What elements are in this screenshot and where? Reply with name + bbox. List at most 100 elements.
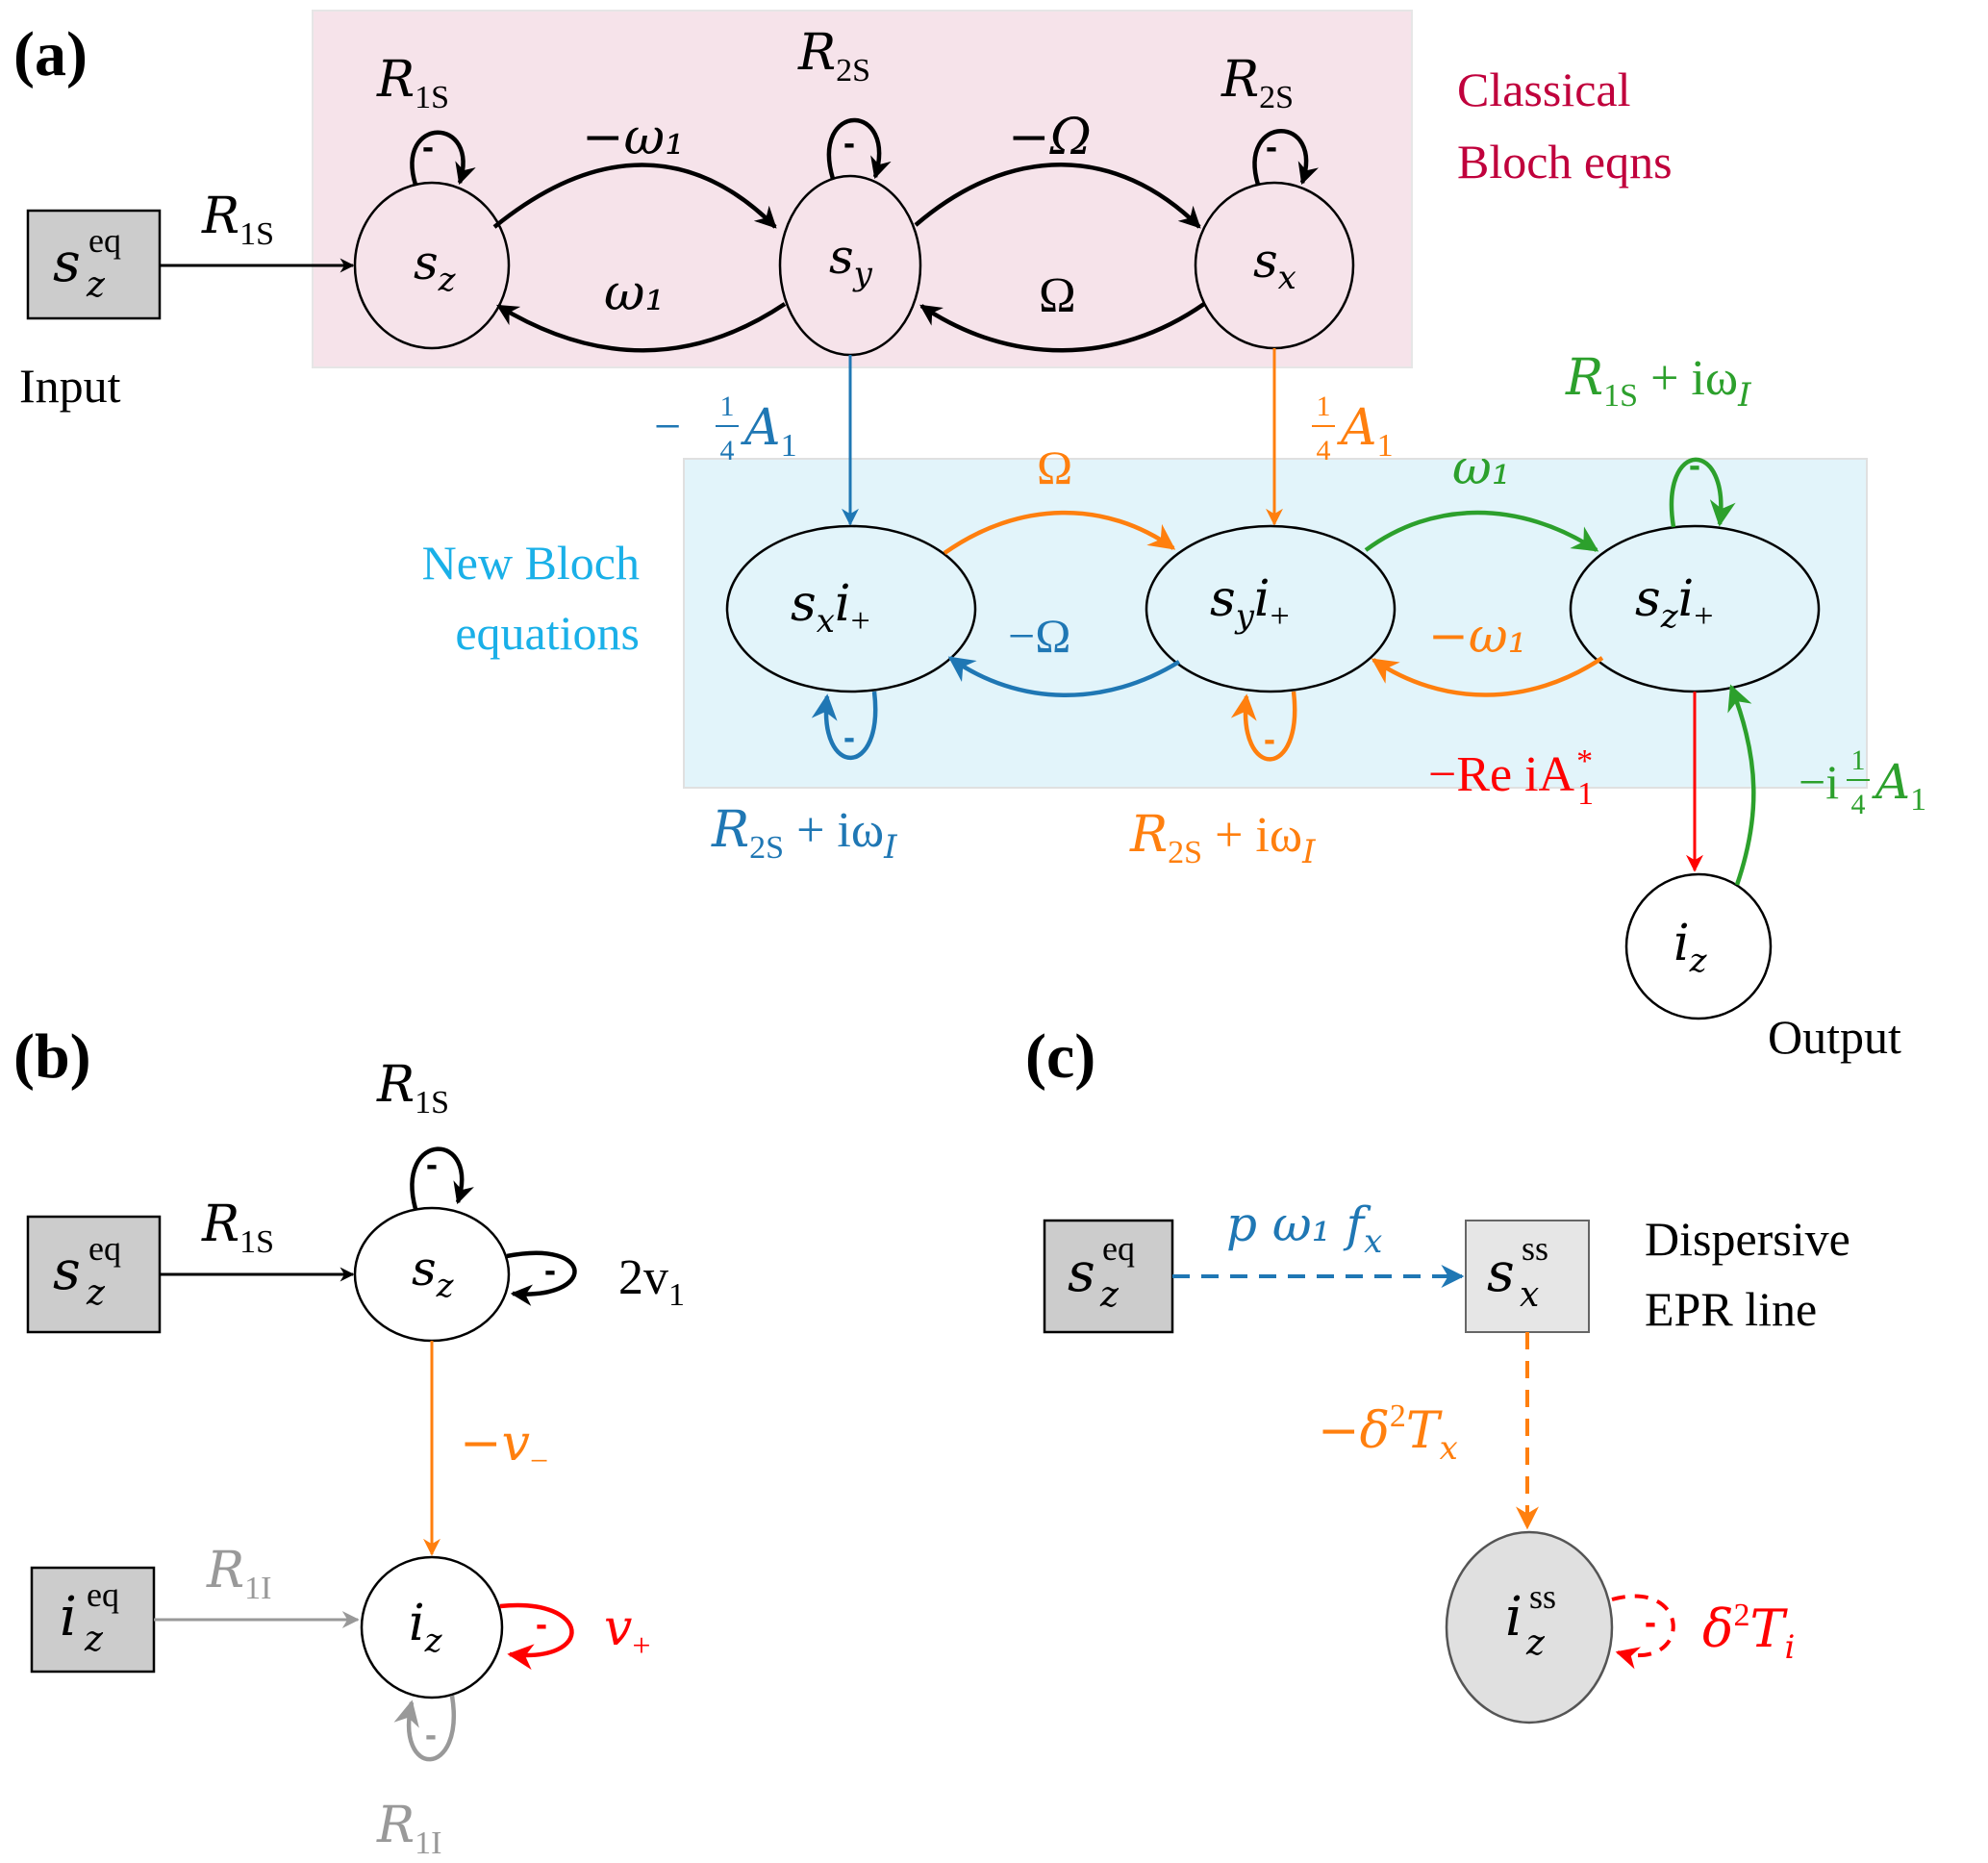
classical-label-line1: Classical (1457, 63, 1631, 116)
edge-sy-to-sx (914, 163, 1201, 229)
edge-label-sz-to-sy: −ω₁ (582, 109, 685, 166)
panel-b: (b) s eq z i eq z sz iz R1S - R1S - 2v1 … (13, 1021, 685, 1861)
edge-label-szip-to-syip: −ω₁ (1428, 608, 1527, 664)
new-bloch-label-line2: equations (455, 606, 640, 660)
self-loop-szip (1669, 457, 1736, 528)
self-loop-sz (410, 130, 476, 186)
node-sxip[interactable] (725, 524, 977, 693)
node-b-iz-label: iz (409, 1595, 443, 1660)
edge-label-input-to-sz: R1S (201, 188, 274, 252)
node-b-sz-label: sz (412, 1241, 455, 1305)
self-loop-sz-sign: - (422, 132, 434, 165)
node-szip-label: szi+ (1635, 570, 1714, 636)
edge-label-sy-to-sz: ω₁ (604, 264, 665, 322)
panel-label-a: (a) (13, 19, 88, 89)
classical-label-line2: Bloch eqns (1457, 135, 1673, 189)
node-c-iz-ss[interactable] (1445, 1530, 1614, 1725)
node-sxip-label: sxi+ (791, 575, 870, 641)
node-b-s-eq-main: s (53, 1240, 81, 1302)
self-loop-b-sz-right-sign: - (544, 1255, 556, 1289)
self-loop-b-iz-right-label: v+ (604, 1599, 651, 1664)
node-sx-label: sx (1253, 233, 1296, 297)
edge-szip-to-syip (1371, 656, 1604, 697)
edge-b-label-sz-to-iz: −v− (460, 1415, 548, 1479)
self-loop-b-iz-bottom (393, 1695, 456, 1762)
node-c-iz-ss-main: i (1505, 1586, 1522, 1649)
self-loop-b-sz-right-label: 2v1 (618, 1250, 685, 1313)
edge-label-sy-to-sx: −Ω (1008, 109, 1092, 166)
node-c-s-eq-main: s (1068, 1242, 1095, 1304)
edge-c-label-sxss-to-izss: −δ2Tx (1318, 1398, 1458, 1468)
edge-label-syip-to-szip: ω₁ (1452, 440, 1511, 495)
output-label: Output (1768, 1010, 1901, 1064)
panel-label-c: (c) (1025, 1021, 1095, 1092)
self-loop-b-sz-right (506, 1250, 577, 1306)
dispersive-label-line2: EPR line (1645, 1282, 1817, 1336)
node-sz-label: sz (414, 235, 457, 299)
node-sz[interactable] (353, 181, 511, 350)
node-c-sx-ss-main: s (1487, 1242, 1515, 1304)
self-loop-syip-sign: - (1264, 724, 1275, 758)
node-c-iz-ss-sub: z (1525, 1624, 1546, 1663)
self-loop-c-izss (1611, 1594, 1675, 1670)
svg-text:A1: A1 (1337, 399, 1394, 464)
input-node-sz-eq[interactable] (26, 209, 162, 320)
svg-text:4: 4 (1851, 789, 1866, 820)
self-loop-b-iz-bottom-label: R1I (376, 1797, 441, 1861)
node-b-iz[interactable] (360, 1555, 504, 1699)
edge-c-label-seq-to-sxss: p ω₁ fx (1226, 1196, 1382, 1261)
edge-label-sy-to-sxip: − 1 4 A1 (654, 390, 797, 466)
edge-b-label-ieq-to-iz: R1I (206, 1542, 271, 1606)
self-loop-b-sz-top (410, 1146, 474, 1210)
input-node-main: s (53, 232, 81, 294)
panel-label-b: (b) (13, 1021, 91, 1092)
svg-text:1: 1 (1317, 390, 1331, 422)
node-c-sx-ss-sup: ss (1522, 1229, 1548, 1268)
svg-text:1: 1 (720, 390, 735, 422)
self-loop-syip-label: R2S + iωI (1129, 806, 1316, 871)
node-c-sx-ss[interactable] (1465, 1220, 1590, 1333)
edge-sxip-to-syip (943, 510, 1176, 555)
edge-sz-to-sy (492, 163, 777, 229)
self-loop-sy-sign: - (843, 128, 855, 162)
node-c-s-eq-sub: z (1099, 1275, 1120, 1315)
edge-label-szip-to-iz: −Re iA*1 (1428, 743, 1594, 812)
self-loop-c-izss-label: δ2Ti (1702, 1598, 1795, 1667)
input-node-sup: eq (88, 221, 121, 260)
self-loop-sxip-sign: - (843, 722, 855, 756)
svg-text:−i: −i (1799, 755, 1839, 809)
edge-syip-to-szip (1364, 510, 1599, 552)
dispersive-label-line1: Dispersive (1645, 1212, 1850, 1266)
svg-text:4: 4 (1317, 435, 1331, 466)
self-loop-b-sz-top-label: R1S (376, 1056, 449, 1120)
svg-text:A1: A1 (1872, 754, 1926, 818)
edge-b-label-seq-to-sz: R1S (201, 1196, 274, 1260)
edge-label-syip-to-sxip: −Ω (1008, 609, 1070, 663)
edge-label-sxip-to-syip: Ω (1037, 441, 1072, 494)
node-b-s-eq[interactable] (26, 1215, 162, 1334)
self-loop-syip (1230, 691, 1297, 762)
node-iz-output-label: iz (1673, 915, 1708, 980)
node-b-i-eq-sup: eq (87, 1575, 119, 1614)
self-loop-c-izss-sign: - (1645, 1607, 1656, 1641)
svg-text:A1: A1 (741, 399, 797, 464)
self-loop-sxip-label: R2S + iωI (711, 801, 897, 867)
node-syip-label: syi+ (1210, 570, 1290, 636)
self-loop-sy-label: R2S (797, 24, 870, 88)
edge-sx-to-sy (919, 302, 1206, 353)
self-loop-sx-label: R2S (1220, 51, 1294, 115)
node-syip[interactable] (1145, 524, 1397, 693)
node-c-sx-ss-sub: x (1520, 1275, 1539, 1315)
panel-a: (a) Classical Bloch eqns New Bloch equat… (13, 10, 1926, 1064)
node-b-i-eq-main: i (60, 1586, 77, 1649)
node-b-i-eq[interactable] (30, 1566, 156, 1674)
input-node-sub: z (86, 265, 106, 305)
self-loop-b-sz-top-sign: - (426, 1149, 438, 1183)
node-b-i-eq-sub: z (84, 1620, 104, 1659)
input-label: Input (19, 359, 121, 413)
node-c-s-eq-sup: eq (1102, 1229, 1135, 1268)
node-iz-output[interactable] (1624, 872, 1773, 1020)
svg-text:4: 4 (720, 435, 735, 466)
self-loop-b-iz-right (499, 1602, 574, 1671)
